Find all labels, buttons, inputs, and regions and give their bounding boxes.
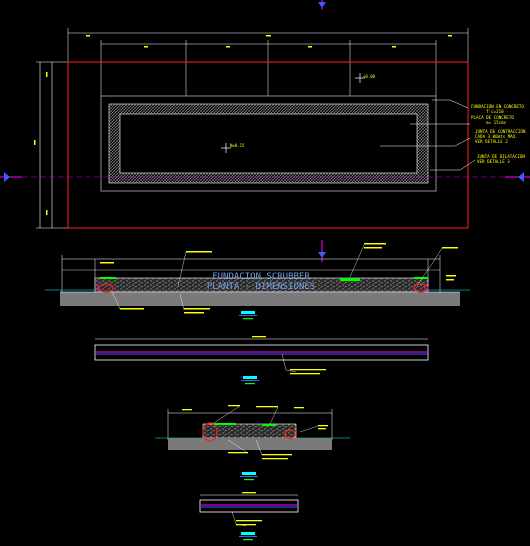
center-point-icon (221, 143, 231, 153)
section-marker-top (318, 0, 326, 10)
note-line: FUNDACIÓN EN CONCRETO (471, 104, 524, 109)
detail-beam-short (199, 492, 299, 541)
level-label-center: N±0.15 (230, 143, 245, 148)
note-line: JUNTA DE CONTRACCIÓN (475, 129, 526, 134)
level-marker-icon (355, 73, 365, 83)
drawing-subtitle: PLANTA - DIMENSIONES (207, 282, 315, 292)
section-marker-right (505, 172, 530, 182)
plan-view: +0.00 N±0.15 (22, 28, 505, 229)
section-marker-left (0, 172, 22, 182)
plan-notes: FUNDACIÓN EN CONCRETO f'c=210 PLACA DE C… (471, 104, 526, 164)
level-label-top: +0.00 (363, 74, 376, 79)
note-line: JUNTA DE DILATACIÓN (477, 154, 525, 159)
note-line: e= 15cms (486, 120, 507, 125)
detail-beam-long (94, 336, 429, 385)
detail-section-small (155, 405, 350, 481)
note-line: VER DETALLE 2 (475, 139, 508, 144)
section-view-a (45, 243, 470, 320)
axis-ticks (97, 285, 426, 292)
drawing-title: FUNDACION SCRUBBER (212, 272, 310, 282)
note-line: CADA 3.00mts MAX. (475, 134, 518, 139)
note-line: VER DETALLE 3 (477, 159, 510, 164)
section-marker-middle (318, 240, 326, 262)
note-line: PLACA DE CONCRETO (471, 115, 514, 120)
note-line: f'c=210 (486, 109, 504, 114)
